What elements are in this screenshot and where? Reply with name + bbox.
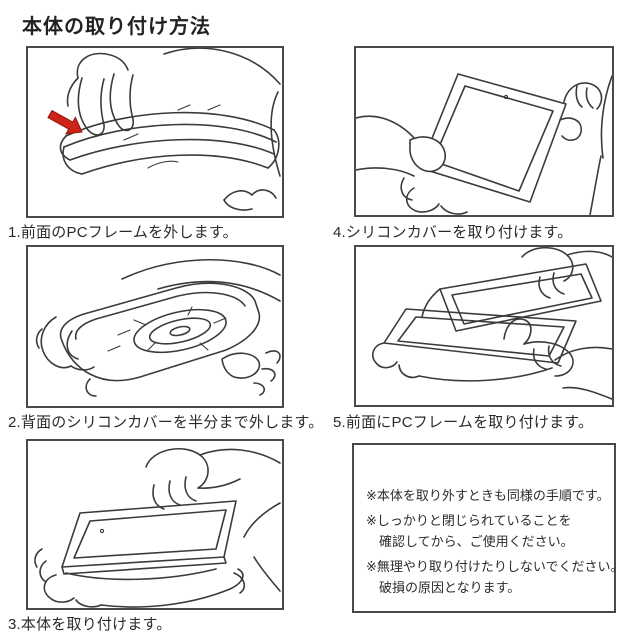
note-item: ※本体を取り外すときも同様の手順です。	[366, 485, 610, 506]
illustration-step-4	[356, 48, 612, 215]
illustration-step-2	[28, 247, 282, 406]
step-1-caption: 1.前面のPCフレームを外します。	[8, 224, 238, 241]
illustration-step-5	[356, 247, 612, 405]
illustration-step-1	[47, 48, 282, 216]
step-3-panel	[26, 439, 284, 610]
note-item: ※無理やり取り付けたりしないでください。 破損の原因となります。	[366, 556, 624, 598]
note-line: ※無理やり取り付けたりしないでください。	[366, 559, 624, 574]
step-5-caption: 5.前面にPCフレームを取り付けます。	[333, 414, 594, 431]
note-item: ※しっかりと閉じられていることを 確認してから、ご使用ください。	[366, 510, 606, 552]
step-4-panel	[354, 46, 614, 217]
step-2-caption: 2.背面のシリコンカバーを半分まで外します。	[8, 414, 324, 431]
red-arrow-icon	[47, 109, 83, 135]
note-line: 確認してから、ご使用ください。	[379, 534, 574, 549]
illustration-step-3	[28, 441, 282, 608]
note-line: 破損の原因となります。	[379, 580, 521, 595]
step-3-caption: 3.本体を取り付けます。	[8, 616, 172, 633]
step-2-panel	[26, 245, 284, 408]
step-1-panel	[26, 46, 284, 218]
notes-box: ※本体を取り外すときも同様の手順です。 ※しっかりと閉じられていることを 確認し…	[352, 443, 624, 613]
note-line: ※本体を取り外すときも同様の手順です。	[366, 488, 610, 503]
step-4-caption: 4.シリコンカバーを取り付けます。	[333, 224, 573, 241]
step-5-panel	[354, 245, 614, 407]
note-line: ※しっかりと閉じられていることを	[366, 513, 572, 528]
page-title: 本体の取り付け方法	[22, 16, 211, 38]
